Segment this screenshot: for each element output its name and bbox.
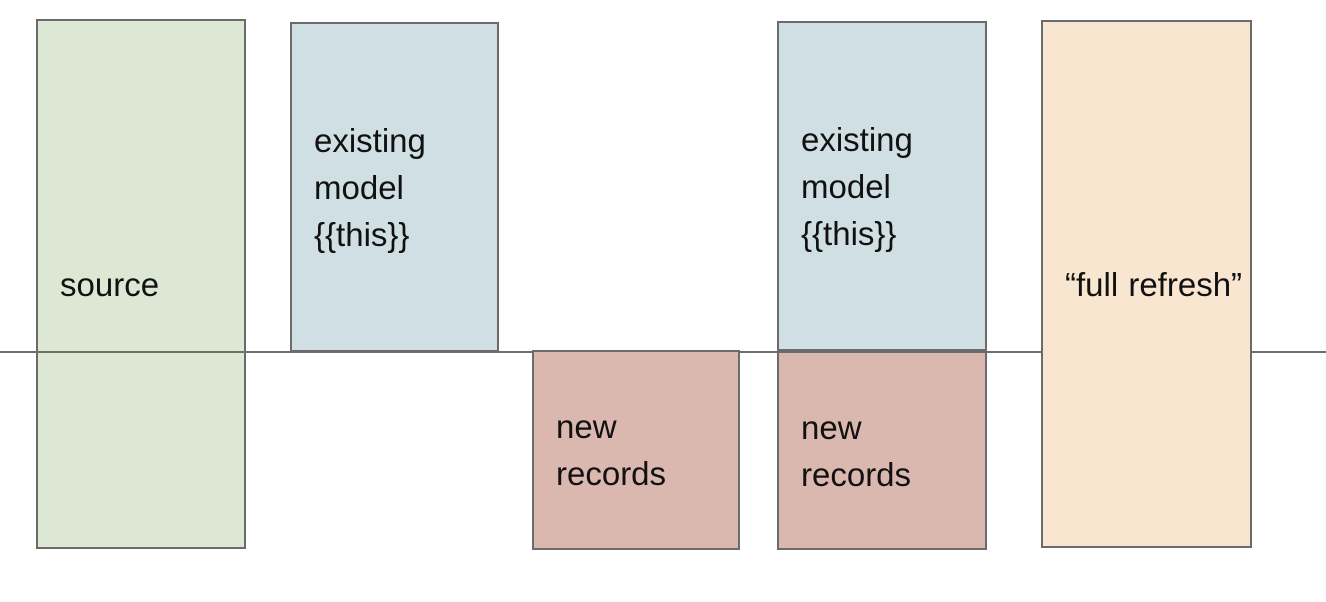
source-label: source — [60, 265, 160, 303]
existing-model-label-2: existing model {{this}} — [801, 120, 913, 252]
new-records-box-1: new records — [532, 350, 740, 550]
existing-model-box-1: existing model {{this}} — [290, 22, 499, 352]
full-refresh-box: “full refresh” — [1041, 20, 1252, 548]
new-records-label-2: new records — [801, 408, 912, 493]
new-records-label-1: new records — [556, 408, 667, 492]
full-refresh-label: “full refresh” — [1065, 265, 1243, 303]
existing-model-box-2: existing model {{this}} — [777, 21, 987, 351]
new-records-box-2: new records — [777, 351, 987, 550]
source-box: source — [36, 19, 246, 549]
existing-model-label-1: existing model {{this}} — [314, 121, 426, 253]
